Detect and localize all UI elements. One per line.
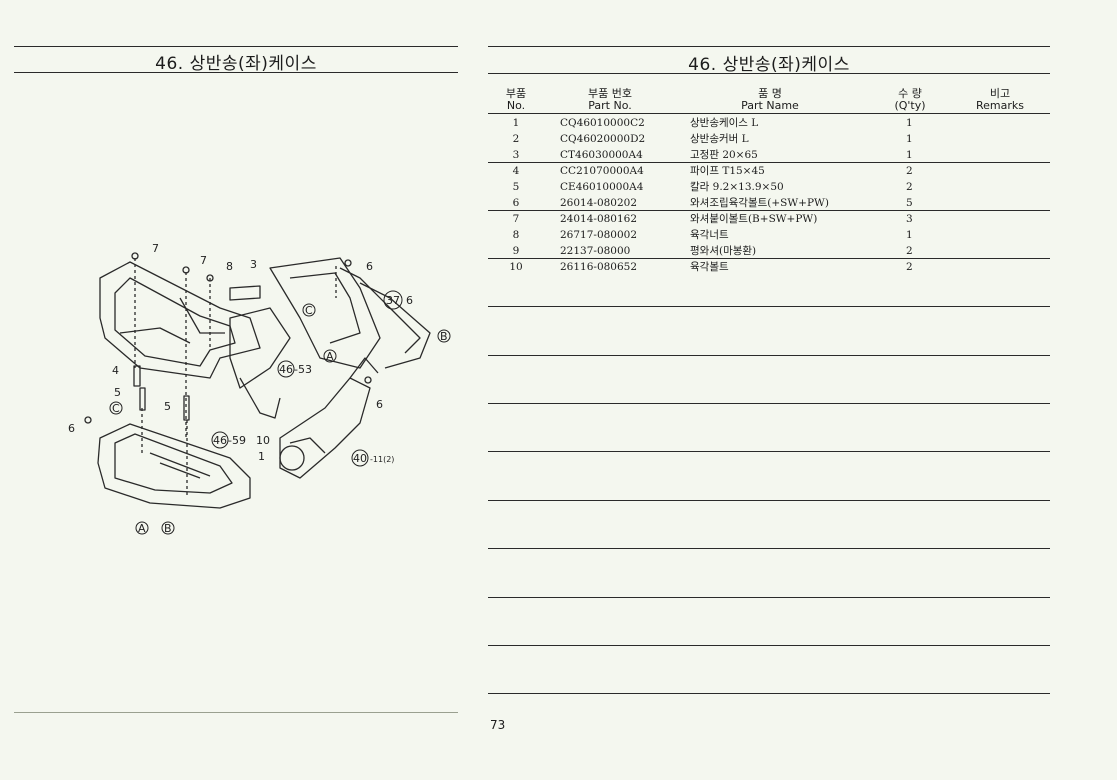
empty-row-rule <box>488 693 1050 694</box>
callout-label: C <box>112 402 120 415</box>
exploded-parts-diagram: 7 7 8 3 6 37 6 C B A 46 -53 4 5 C 5 6 6 … <box>68 242 451 535</box>
upper-case-part <box>99 261 261 379</box>
callout-label: 8 <box>226 260 233 273</box>
left-bottom-rule <box>14 712 458 713</box>
empty-row-rule <box>488 597 1050 598</box>
callout-label: 37 <box>386 294 400 307</box>
empty-row-rule <box>488 548 1050 549</box>
lower-case-part <box>97 423 251 509</box>
group-rule <box>488 258 1050 259</box>
frame-part <box>269 257 381 369</box>
empty-row-rule <box>488 645 1050 646</box>
callout-label: 5 <box>164 400 171 413</box>
left-page-title: 46. 상반송(좌)케이스 <box>155 54 317 74</box>
callout-label: 6 <box>366 260 373 273</box>
callout-label: 5 <box>114 386 121 399</box>
left-title-rule-bottom <box>14 72 458 73</box>
bracket-part <box>229 307 291 389</box>
group-rule <box>488 162 1050 163</box>
callout-label: 4 <box>112 364 119 377</box>
callout-label: -53 <box>294 363 312 376</box>
callout-label: 46 <box>279 363 293 376</box>
right-page-title: 46. 상반송(좌)케이스 <box>688 55 850 75</box>
empty-row-rule <box>488 403 1050 404</box>
callout-label: B <box>164 522 172 535</box>
callout-label: C <box>305 304 313 317</box>
callout-label: B <box>440 330 448 343</box>
callout-label: 40 <box>353 452 367 465</box>
callout-label: A <box>326 350 334 363</box>
callout-label: 6 <box>68 422 75 435</box>
callout-label: 6 <box>406 294 413 307</box>
header-qty: 수 량(Q'ty) <box>894 87 926 112</box>
gearbox-part <box>279 377 371 479</box>
callout-label: 7 <box>200 254 207 267</box>
callout-label: 6 <box>376 398 383 411</box>
callout-label: -11(2) <box>370 455 394 464</box>
group-rule <box>488 210 1050 211</box>
left-title-rule-top <box>14 46 458 47</box>
empty-row-rule <box>488 306 1050 307</box>
right-title-rule-top <box>488 46 1050 47</box>
empty-row-rule <box>488 500 1050 501</box>
collar-part <box>139 387 146 411</box>
header-rule <box>488 113 1050 114</box>
page-number: 73 <box>490 718 506 732</box>
pipe-part <box>133 365 141 387</box>
right-title-rule-bottom <box>488 73 1050 74</box>
callout-label: 1 <box>258 450 265 463</box>
callout-label: 10 <box>256 434 270 447</box>
callout-label: 46 <box>213 434 227 447</box>
empty-row-rule <box>488 451 1050 452</box>
callout-label: -59 <box>228 434 246 447</box>
plate-part <box>229 285 261 301</box>
callout-label: A <box>138 522 146 535</box>
callout-label: 7 <box>152 242 159 255</box>
empty-row-rule <box>488 355 1050 356</box>
callout-label: 3 <box>250 258 257 271</box>
